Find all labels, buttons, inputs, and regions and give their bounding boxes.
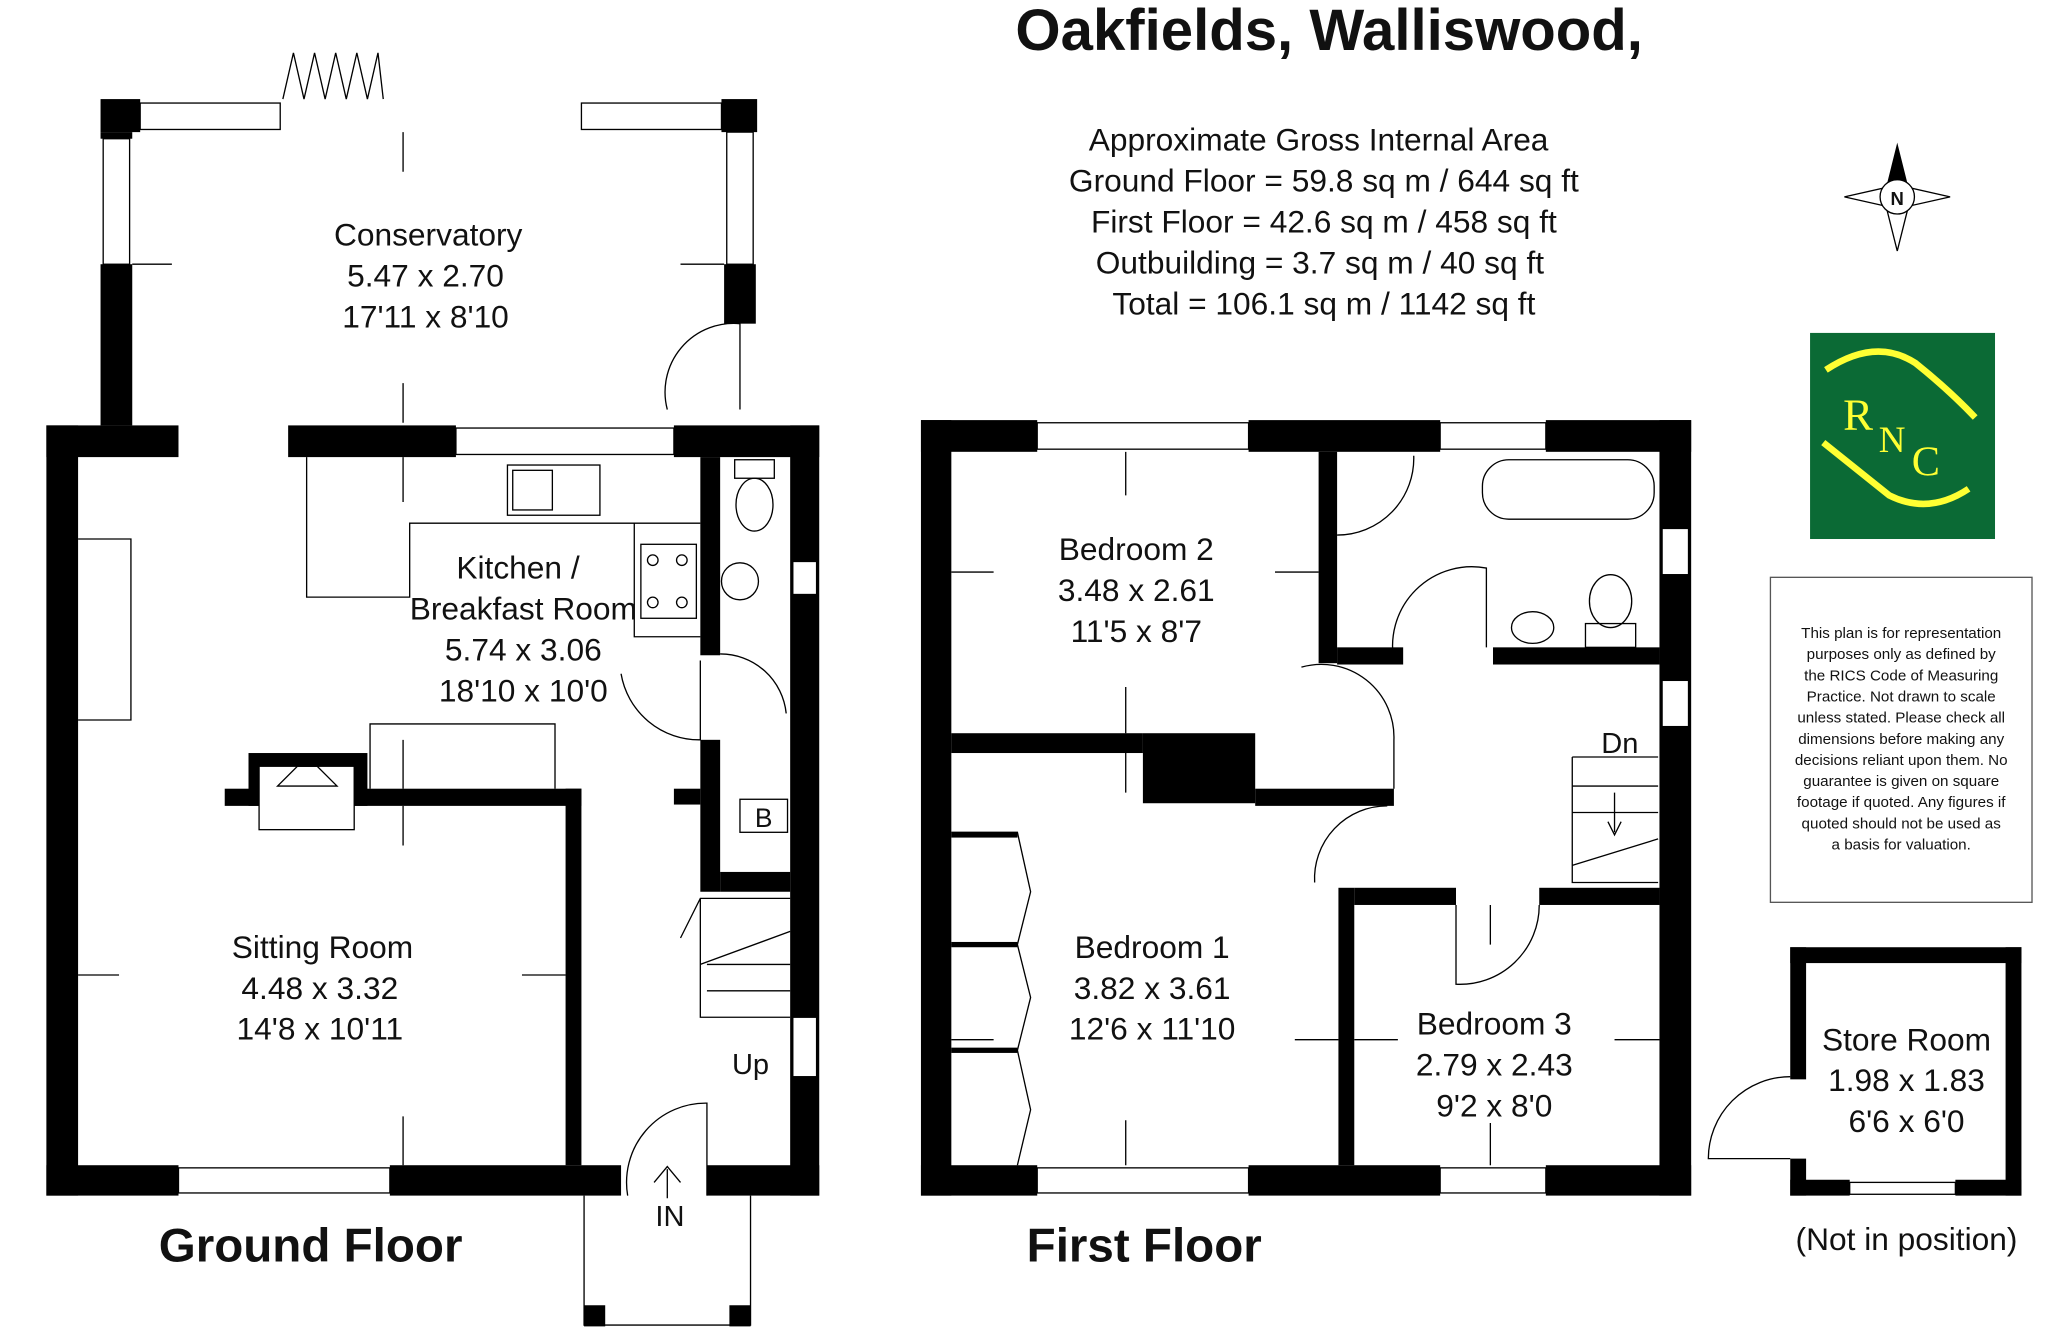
ground-floor-label: Ground Floor	[159, 1220, 463, 1273]
room-dims-metric: 1.98 x 1.83	[1828, 1062, 1985, 1098]
ground-floor-plan: B Up IN Conservatory 5.47 x 2.70 17'11 x…	[46, 52, 820, 1327]
area-heading: Approximate Gross Internal Area	[1089, 122, 1549, 158]
area-ground: Ground Floor = 59.8 sq m / 644 sq ft	[1069, 163, 1579, 199]
disclaimer-line: quoted should not be used as	[1802, 815, 2002, 832]
svg-text:R: R	[1843, 389, 1873, 439]
room-name: Sitting Room	[232, 929, 413, 965]
room-dims-metric: 4.48 x 3.32	[241, 970, 398, 1006]
room-bedroom-1: Bedroom 1 3.82 x 3.61 12'6 x 11'10	[1069, 929, 1236, 1047]
room-dims-imperial: 18'10 x 10'0	[439, 673, 608, 709]
disclaimer-line: guarantee is given on square	[1803, 773, 1999, 790]
room-dims-metric: 3.82 x 3.61	[1074, 970, 1231, 1006]
svg-text:C: C	[1912, 439, 1940, 486]
room-name: Bedroom 1	[1075, 929, 1230, 965]
disclaimer-line: dimensions before making any	[1798, 731, 2004, 748]
disclaimer-line: unless stated. Please check all	[1797, 710, 2005, 727]
room-kitchen: Kitchen / Breakfast Room 5.74 x 3.06 18'…	[410, 550, 637, 709]
room-name: Breakfast Room	[410, 591, 637, 627]
room-bedroom-2: Bedroom 2 3.48 x 2.61 11'5 x 8'7	[1058, 531, 1215, 649]
room-conservatory: Conservatory 5.47 x 2.70 17'11 x 8'10	[334, 217, 523, 335]
room-dims-imperial: 17'11 x 8'10	[342, 299, 509, 335]
property-title: Oakfields, Walliswood,	[1015, 0, 1643, 63]
room-name: Bedroom 3	[1417, 1005, 1572, 1041]
room-dims-imperial: 12'6 x 11'10	[1069, 1011, 1236, 1047]
compass-north-label: N	[1891, 188, 1904, 209]
disclaimer-line: Practice. Not drawn to scale	[1807, 689, 1996, 706]
area-summary: Approximate Gross Internal Area Ground F…	[1069, 122, 1579, 322]
area-first: First Floor = 42.6 sq m / 458 sq ft	[1091, 204, 1557, 240]
room-dims-imperial: 14'8 x 10'11	[237, 1011, 404, 1047]
svg-text:N: N	[1879, 420, 1906, 461]
disclaimer-line: decisions reliant upon them. No	[1795, 752, 2008, 769]
room-dims-metric: 5.47 x 2.70	[347, 258, 504, 294]
room-name: Kitchen /	[456, 550, 579, 586]
room-name: Conservatory	[334, 217, 523, 253]
compass-icon: N	[1844, 142, 1951, 252]
boiler-label: B	[755, 803, 773, 833]
room-store-room: Store Room 1.98 x 1.83 6'6 x 6'0	[1822, 1021, 1991, 1139]
room-dims-metric: 3.48 x 2.61	[1058, 572, 1215, 608]
outbuilding-plan: Store Room 1.98 x 1.83 6'6 x 6'0 (Not in…	[1707, 947, 2022, 1257]
first-floor-plan: Dn Bedroom 2 3.48 x 2.61 11'5 x 8'7 Bedr…	[920, 420, 1692, 1273]
room-dims-imperial: 11'5 x 8'7	[1071, 613, 1202, 649]
outbuilding-note: (Not in position)	[1796, 1221, 2018, 1257]
stairs-up-label: Up	[732, 1049, 769, 1081]
disclaimer-line: the RICS Code of Measuring	[1804, 667, 1998, 684]
area-outbuilding: Outbuilding = 3.7 sq m / 40 sq ft	[1096, 244, 1544, 280]
room-name: Store Room	[1822, 1021, 1991, 1057]
room-dims-imperial: 6'6 x 6'0	[1848, 1103, 1964, 1139]
disclaimer-box: This plan is for representation purposes…	[1769, 576, 2033, 903]
first-floor-label: First Floor	[1027, 1220, 1262, 1273]
room-name: Bedroom 2	[1059, 531, 1214, 567]
disclaimer-line: a basis for valuation.	[1832, 836, 1971, 853]
disclaimer-line: purposes only as defined by	[1807, 646, 1997, 663]
stairs-down-label: Dn	[1601, 728, 1638, 760]
room-dims-imperial: 9'2 x 8'0	[1436, 1087, 1552, 1123]
entrance-label: IN	[655, 1201, 684, 1233]
room-dims-metric: 2.79 x 2.43	[1416, 1046, 1573, 1082]
room-bedroom-3: Bedroom 3 2.79 x 2.43 9'2 x 8'0	[1416, 1005, 1573, 1123]
disclaimer-line: This plan is for representation	[1801, 625, 2001, 642]
room-dims-metric: 5.74 x 3.06	[445, 632, 602, 668]
disclaimer-line: footage if quoted. Any figures if	[1797, 794, 2006, 811]
rnc-logo: R N C	[1810, 332, 1996, 540]
area-total: Total = 106.1 sq m / 1142 sq ft	[1112, 285, 1535, 321]
room-sitting-room: Sitting Room 4.48 x 3.32 14'8 x 10'11	[232, 929, 413, 1047]
